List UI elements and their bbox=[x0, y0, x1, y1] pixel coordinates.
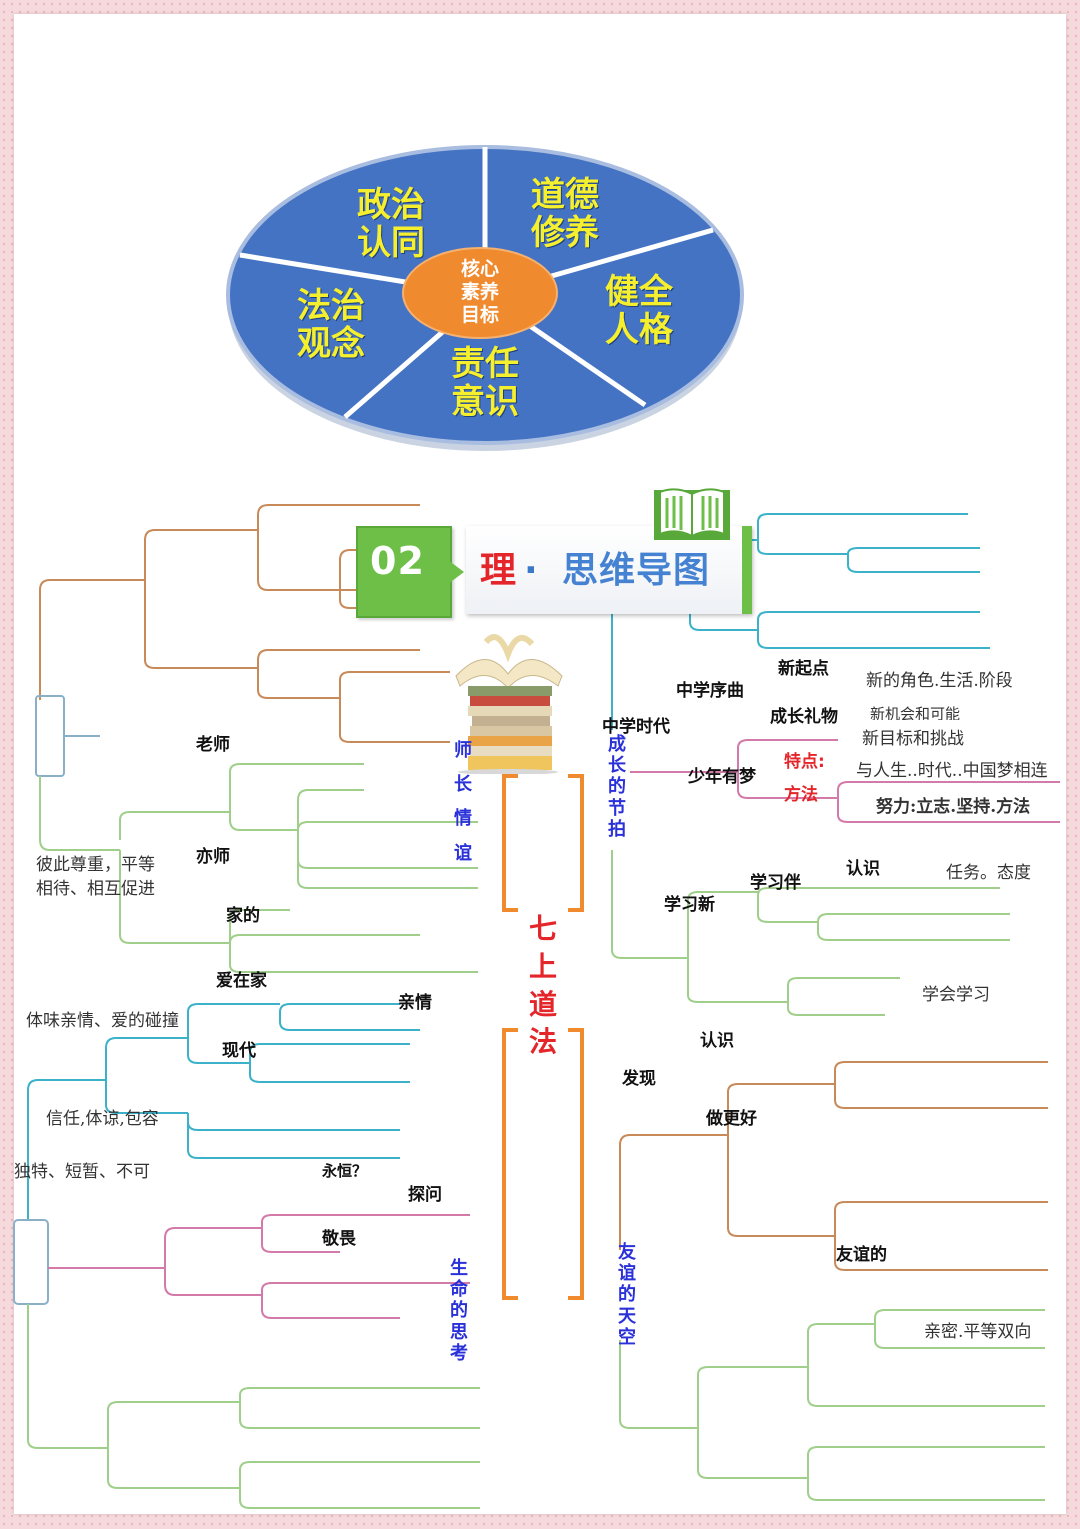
open-book-icon bbox=[654, 488, 730, 540]
segment-politics: 政治 认同 bbox=[357, 185, 425, 264]
node-growth-gift: 成长礼物 bbox=[770, 707, 838, 727]
branch-label-life: 生命的思考 bbox=[450, 1258, 468, 1364]
node-growth-gift-detail: 新机会和可能 bbox=[870, 706, 961, 720]
node-do-better: 做更好 bbox=[706, 1109, 757, 1129]
node-home-of: 家的 bbox=[226, 906, 260, 926]
node-friendship-of: 友谊的 bbox=[836, 1245, 887, 1265]
node-learn-to-learn: 学会学习 bbox=[922, 985, 990, 1005]
node-new-goal: 新目标和挑战 bbox=[862, 729, 964, 749]
node-recognize-2: 认识 bbox=[700, 1031, 734, 1051]
node-discover: 发现 bbox=[622, 1069, 656, 1089]
node-teacher: 老师 bbox=[196, 735, 230, 755]
banner-arrow bbox=[448, 560, 464, 584]
node-youth-dream: 少年有梦 bbox=[688, 767, 756, 787]
node-love-home: 爱在家 bbox=[216, 971, 267, 991]
node-study-new: 学习新 bbox=[664, 895, 715, 915]
node-unique: 独特、短暂、不可 bbox=[14, 1162, 150, 1182]
banner-number: 02 bbox=[370, 539, 425, 583]
node-middle-school-prelude: 中学序曲 bbox=[676, 681, 744, 701]
node-taste-love: 体味亲情、爱的碰撞 bbox=[26, 1011, 179, 1031]
node-eternal: 永恒？ bbox=[322, 1162, 368, 1180]
node-trust: 信任,体谅,包容 bbox=[46, 1109, 159, 1129]
banner-title-card bbox=[466, 526, 752, 614]
banner-title-red: 理 bbox=[480, 550, 517, 591]
core-competency-wheel bbox=[226, 145, 744, 451]
node-new-start: 新起点 bbox=[778, 659, 829, 679]
book-stack-icon bbox=[455, 634, 563, 774]
banner-title-dot: · bbox=[524, 550, 538, 591]
node-new-start-detail: 新的角色.生活.阶段 bbox=[866, 671, 1013, 691]
banner-green-edge bbox=[742, 526, 752, 614]
segment-personality: 健全 人格 bbox=[605, 272, 673, 351]
node-recognize: 认识 bbox=[846, 859, 880, 879]
node-effort: 努力:立志.坚持.方法 bbox=[876, 797, 1031, 817]
node-middle-school-era: 中学时代 bbox=[602, 717, 670, 737]
node-intimate: 亲密.平等双向 bbox=[924, 1322, 1032, 1342]
pie-center-label: 核心 素养 目标 bbox=[460, 258, 499, 326]
central-topic: 七上道法 bbox=[528, 912, 557, 1059]
node-family-love: 亲情 bbox=[398, 993, 432, 1013]
branch-label-teacher: 师长情谊 bbox=[454, 740, 472, 864]
segment-responsibility: 责任 意识 bbox=[451, 344, 519, 423]
node-task-attitude: 任务。态度 bbox=[946, 863, 1031, 883]
node-mutual-respect: 彼此尊重，平等 bbox=[36, 855, 155, 875]
node-feature-detail: 与人生..时代..中国梦相连 bbox=[856, 761, 1048, 781]
branch-label-friendship: 友谊的天空 bbox=[618, 1242, 636, 1348]
node-reverence: 敬畏 bbox=[322, 1229, 356, 1249]
node-mutual-respect-2: 相待、相互促进 bbox=[36, 879, 155, 899]
branch-label-growth: 成长的节拍 bbox=[608, 734, 626, 840]
banner: 02 理 · 思维导图 bbox=[356, 526, 752, 618]
segment-rule-of-law: 法治 观念 bbox=[297, 286, 365, 365]
node-modern: 现代 bbox=[222, 1041, 256, 1061]
node-yishi: 亦师 bbox=[196, 847, 230, 867]
node-study-companion: 学习伴 bbox=[750, 873, 801, 893]
center-ellipse bbox=[402, 247, 558, 339]
node-explore: 探问 bbox=[408, 1185, 442, 1205]
node-feature: 特点: bbox=[784, 752, 825, 772]
banner-title-blue: 思维导图 bbox=[562, 550, 711, 591]
node-method: 方法 bbox=[784, 785, 818, 805]
segment-morality: 道德 修养 bbox=[531, 175, 599, 254]
